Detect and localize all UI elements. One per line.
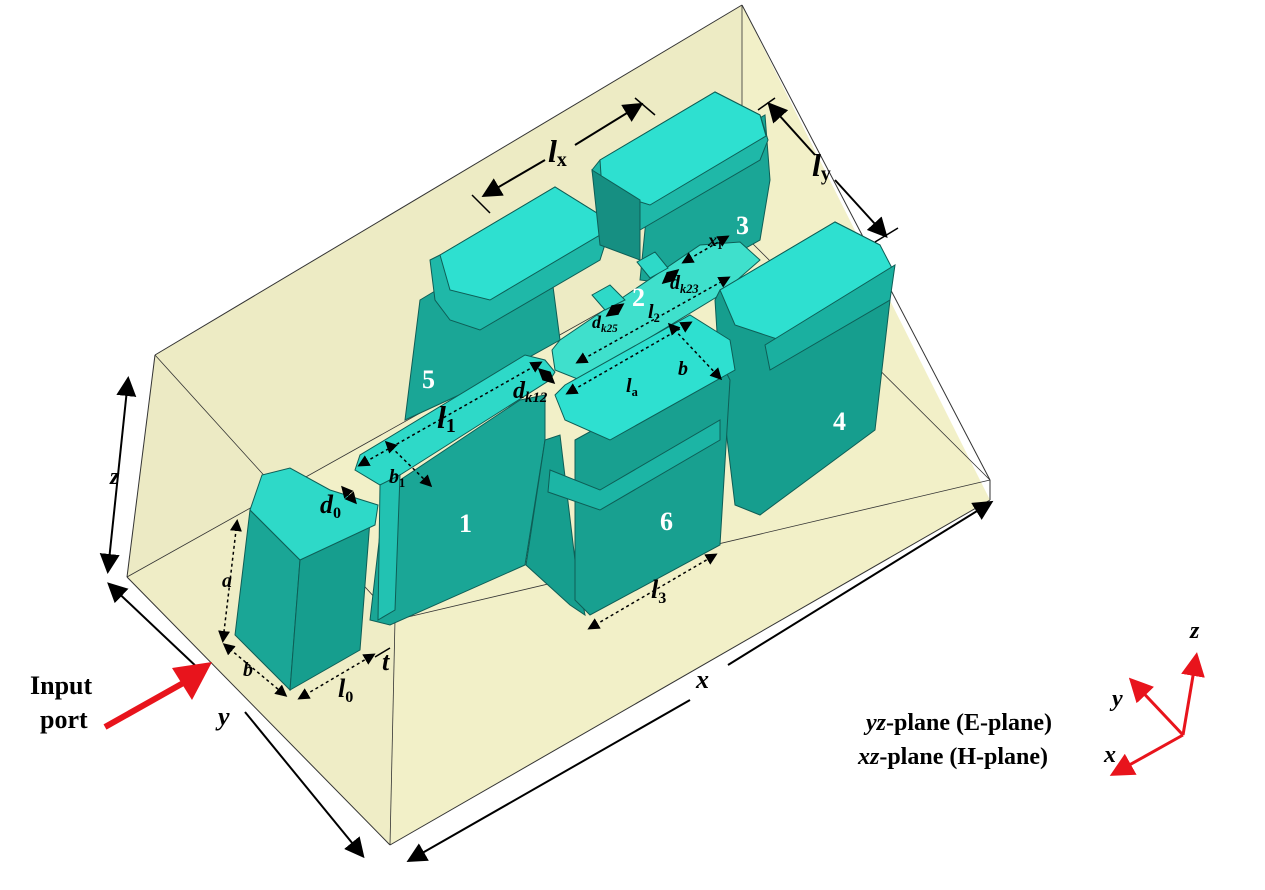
dim-x1: x1 <box>707 230 723 252</box>
input-port-arrow-icon <box>103 662 212 730</box>
dim-d0: d0 <box>320 490 341 522</box>
dim-lx: lx <box>548 133 567 171</box>
resonator-3: 3 <box>591 91 771 286</box>
dim-y: y <box>215 702 230 731</box>
dim-la: la <box>626 375 638 399</box>
dim-dk25: dk25 <box>592 312 618 335</box>
dim-ly: ly <box>812 147 831 185</box>
input-port-label-1: Input <box>30 671 92 700</box>
resonator-4-label: 4 <box>833 407 846 436</box>
dim-b-port: b <box>243 659 253 681</box>
dim-dk23: dk23 <box>670 272 699 296</box>
input-port-label-2: port <box>40 705 88 734</box>
dim-dk12: dk12 <box>513 378 548 406</box>
dim-a: a <box>222 570 232 592</box>
resonator-6-label: 6 <box>660 507 673 536</box>
dim-x: x <box>695 665 709 694</box>
resonator-4: 4 <box>714 221 896 516</box>
dim-z: z <box>109 464 120 490</box>
dim-l1: l1 <box>437 399 456 437</box>
dim-l3: l3 <box>651 575 666 607</box>
resonator-2-label: 2 <box>632 283 645 312</box>
dim-t: t <box>382 647 390 676</box>
resonator-3-label: 3 <box>736 211 749 240</box>
resonator-5-label: 5 <box>422 365 435 394</box>
dim-l0: l0 <box>338 674 353 706</box>
coordinate-axes-icon <box>1109 652 1205 776</box>
dim-b1: b1 <box>389 466 405 490</box>
axis-y-label: y <box>1109 686 1123 712</box>
axis-x-label: x <box>1103 742 1116 768</box>
resonator-1-label: 1 <box>459 509 472 538</box>
legend-yz-plane: yz-plane (E-plane) <box>863 710 1052 736</box>
dim-b-top: b <box>678 358 688 380</box>
dimension-lines <box>99 97 994 862</box>
axis-z-label: z <box>1189 618 1200 644</box>
legend-xz-plane: xz-plane (H-plane) <box>857 744 1048 770</box>
dim-l2: l2 <box>648 301 660 325</box>
